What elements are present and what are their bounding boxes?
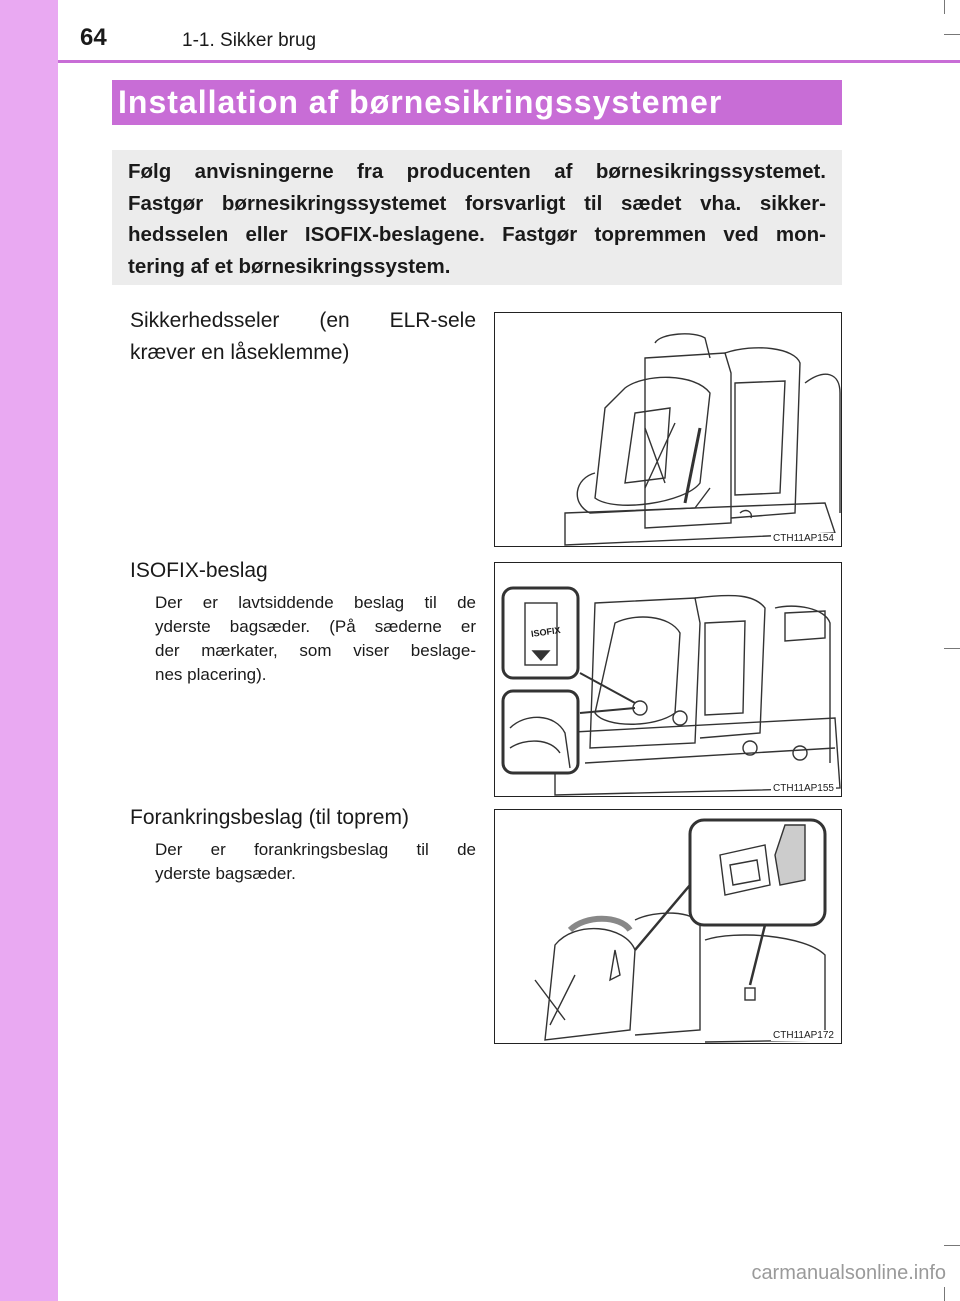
item-title: Sikkerhedsseler (en ELR-sele [130,309,476,332]
crop-mark-top [944,0,945,14]
crop-mark-bottom-v [944,1287,945,1301]
chapter-side-tab [0,0,58,1301]
desc-line: Der er lavtsiddende beslag til de [155,593,476,612]
intro-line: Følg anvisningerne fra producenten af bø… [128,160,826,183]
figure-label: CTH11AP154 [771,533,836,544]
item-title: Forankringsbeslag (til toprem) [130,806,409,829]
desc-line: Der er forankringsbeslag til de [155,840,476,859]
page-number: 64 [80,24,107,51]
figure-tether-anchor: CTH11AP172 [494,809,842,1044]
tether-anchor-illustration [534,818,827,1043]
desc-line: nes placering). [155,665,267,684]
item-seatbelts: Sikkerhedsseler (en ELR-sele kræver en l… [130,305,476,369]
item-description: Der er lavtsiddende beslag til de yderst… [130,591,476,687]
figure-child-seat-seatbelt: CTH11AP154 [494,312,842,547]
item-isofix: ISOFIX-beslag Der er lavtsiddende beslag… [130,555,476,687]
crop-mark-mid [944,648,960,649]
intro-line: tering af et børnesikringssystem. [128,254,451,278]
header-rule [58,60,960,63]
child-seat-seatbelt-illustration [564,333,841,546]
figure-label: CTH11AP155 [771,783,836,794]
desc-line: yderste bagsæder. [155,864,296,883]
isofix-anchors-illustration [501,586,841,796]
item-title: kræver en låseklemme) [130,341,350,364]
crop-mark-bottom [944,1245,960,1246]
item-description: Der er forankringsbeslag til de yderste … [130,838,476,886]
figure-label: CTH11AP172 [771,1030,836,1041]
figure-isofix-anchors: ISOFIX CTH11AP155 [494,562,842,797]
desc-line: der mærkater, som viser beslage- [155,641,476,660]
intro-box: Følg anvisningerne fra producenten af bø… [112,150,842,285]
item-title: ISOFIX-beslag [130,559,268,582]
desc-line: yderste bagsæder. (På sæderne er [155,617,476,636]
watermark: carmanualsonline.info [751,1262,946,1284]
item-tether-anchor: Forankringsbeslag (til toprem) Der er fo… [130,802,476,886]
intro-line: Fastgør børnesikringssystemet forsvarlig… [128,191,826,215]
intro-line: hedsselen eller ISOFIX-beslagene. Fastgø… [128,223,826,246]
page-heading: Installation af børnesikringssystemer [112,80,842,125]
crop-mark-top-h [944,34,960,35]
section-title: 1-1. Sikker brug [182,30,317,51]
